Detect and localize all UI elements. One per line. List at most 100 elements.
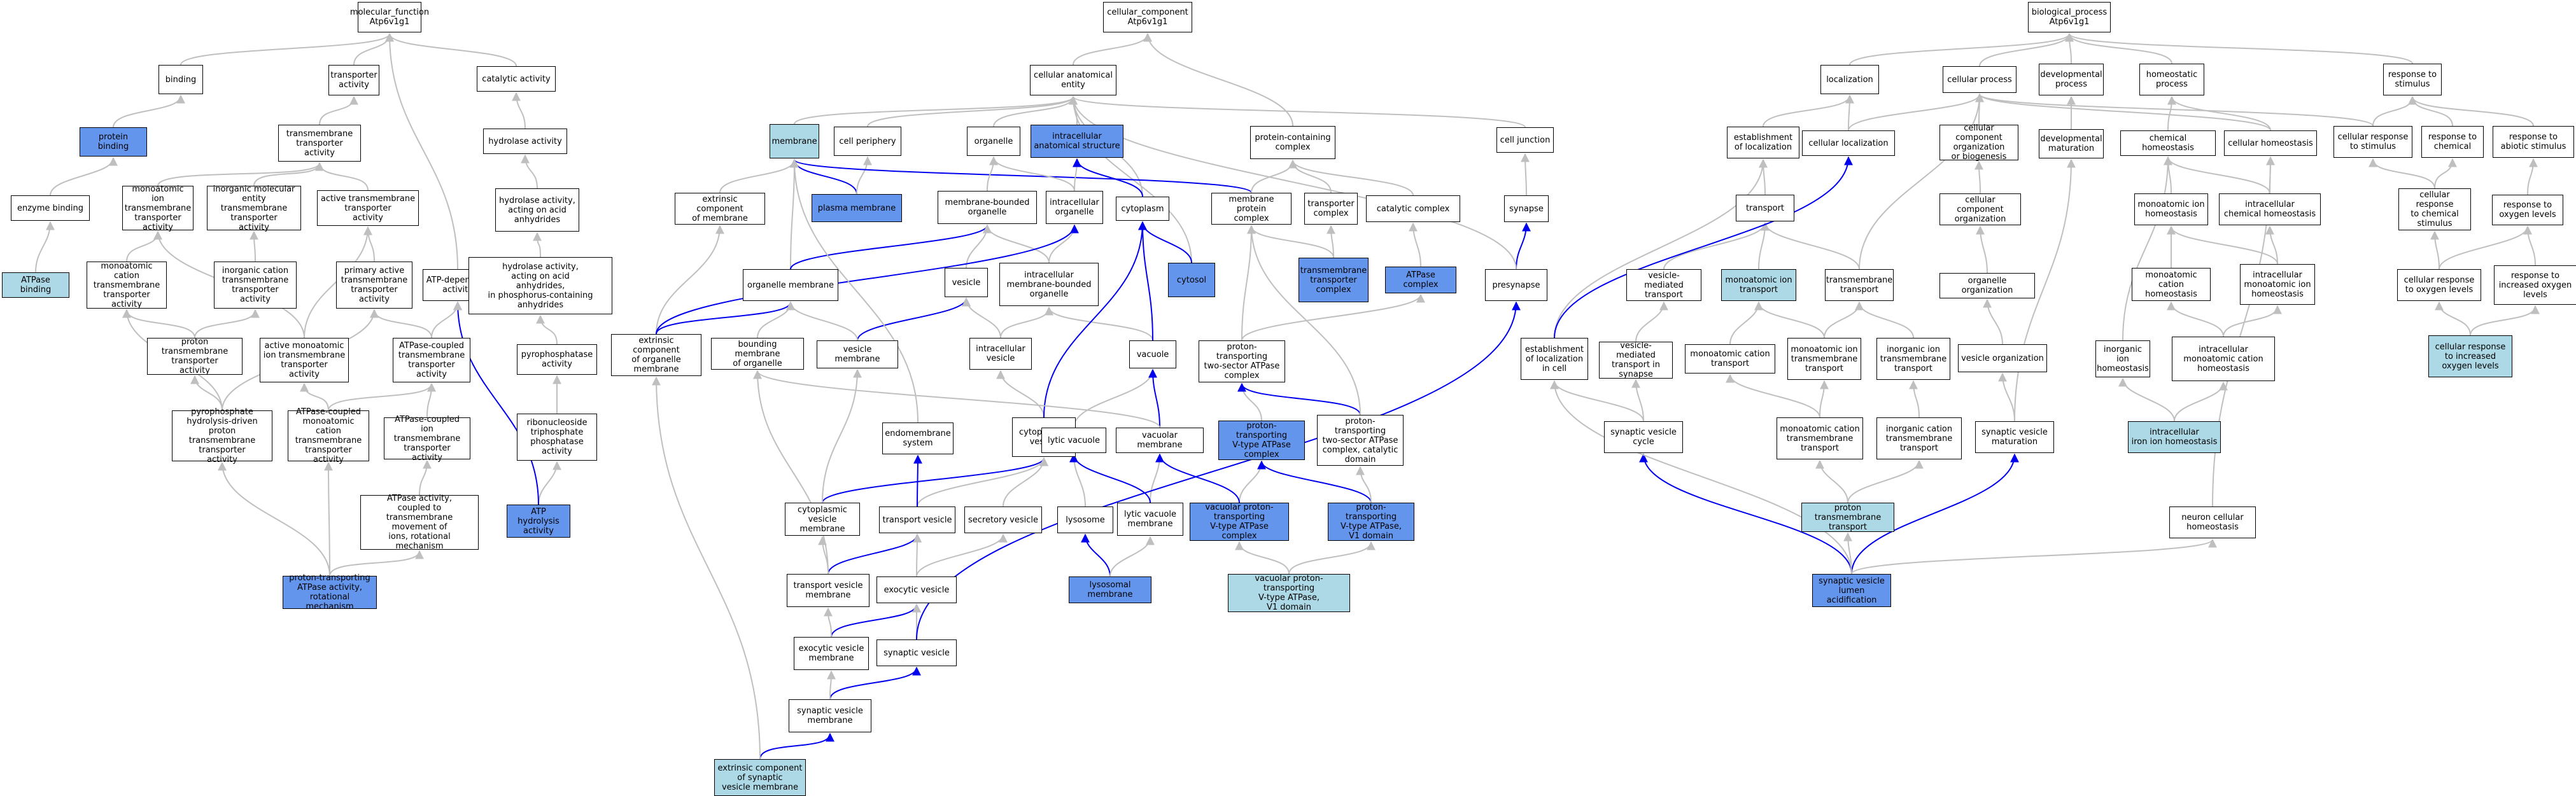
- go-term-cytosol: cytosol: [1168, 263, 1215, 297]
- go-term-inorganic-ion-tm-transport: inorganic ion transmembrane transport: [1876, 338, 1950, 380]
- go-term-intracellular-chem-homeostasis: intracellular chemical homeostasis: [2219, 193, 2321, 225]
- edge-monoatomic-cation-tm-transport-to-monoatomic-cation-transport: [1726, 374, 1820, 418]
- edge-vacuolar-v1-to-vacuolar-proton-vtype: [1235, 541, 1290, 575]
- edge-vacuolar-v1-to-proton-vtype-v1: [1288, 541, 1376, 575]
- edge-monoatomic-cation-transport-to-monoatomic-ion-transport: [1729, 301, 1763, 345]
- edge-synaptic-vesicle-maturation-to-developmental-maturation: [2014, 158, 2076, 422]
- edge-inorganic-cation-tm-to-inorganic-molecular: [250, 230, 259, 262]
- edge-synaptic-vesicle-lumen-acid-to-neuron-cellular-homeostasis: [1851, 538, 2217, 575]
- edge-secretory-vesicle-to-cytoplasmic-vesicle: [1003, 457, 1048, 507]
- edge-proton-tm-transport-to-monoatomic-cation-tm-transport: [1815, 459, 1848, 503]
- edge-extrinsic-organelle-membrane-to-organelle-membrane: [656, 301, 795, 335]
- edge-hydrolase-to-catalytic-activity: [512, 92, 526, 129]
- edge-transport-vesicle-membrane-to-transport-vesicle: [827, 533, 922, 575]
- go-term-intracellular-monoatomic-ion: intracellular monoatomic ion homeostasis: [2240, 264, 2315, 305]
- edge-primary-active-to-active-tm: [363, 226, 375, 262]
- go-term-hydrolase-acid-anhydrides: hydrolase activity, acting on acid anhyd…: [495, 188, 579, 232]
- edge-lytic-vacuole-to-vacuole: [1073, 368, 1157, 428]
- edge-extrinsic-sv-membrane-to-extrinsic-organelle-membrane: [652, 376, 761, 760]
- edge-exocytic-vesicle-to-secretory-vesicle: [916, 533, 1008, 577]
- go-term-synaptic-vesicle-maturation: synaptic vesicle maturation: [1975, 421, 2054, 453]
- go-term-proton-atpase-rot: proton-transporting ATPase activity, rot…: [283, 573, 377, 611]
- edge-synaptic-vesicle-maturation-to-vesicle-organization: [1998, 372, 2015, 422]
- go-term-extrinsic-sv-membrane: extrinsic component of synaptic vesicle …: [714, 759, 806, 796]
- edge-tm-transport-to-cellular-process: [1859, 93, 1984, 270]
- go-term-cytoplasmic-vesicle-membrane: cytoplasmic vesicle membrane: [785, 503, 860, 536]
- edge-atpase-coupled-ion-to-atpase-coupled-tm: [426, 382, 436, 418]
- edge-intracellular-monoatomic-cation-to-intracellular-monoatomic-ion: [2223, 305, 2282, 337]
- edge-response-increased-oxygen-to-response-oxygen: [2523, 225, 2536, 266]
- go-term-atp-hydrolysis: ATP hydrolysis activity: [507, 505, 570, 538]
- go-term-catalytic-activity: catalytic activity: [477, 66, 556, 92]
- go-term-vesicle-organization: vesicle organization: [1958, 344, 2047, 372]
- edge-proton-atpase-rot-to-atpase-coupled-monoatomic: [324, 461, 334, 576]
- edge-cytoplasm-to-intracellular-anat: [1073, 158, 1143, 197]
- edge-cellular-response-increased-oxygen-to-response-increased-oxygen: [2470, 305, 2540, 336]
- edge-vesicle-mediated-synapse-to-vesicle-mediated-transport: [1635, 301, 1668, 342]
- go-term-transport-vesicle-membrane: transport vesicle membrane: [787, 574, 869, 607]
- go-term-cellular-response-chemical: cellular response to chemical stimulus: [2398, 188, 2471, 230]
- go-term-monoatomic-ion-homeostasis: monoatomic ion homeostasis: [2134, 193, 2208, 225]
- go-term-cellular-response-oxygen: cellular response to oxygen levels: [2397, 269, 2481, 301]
- go-term-proton-two-sector-catalytic: proton-transporting two-sector ATPase co…: [1317, 415, 1404, 466]
- go-term-proton-two-sector: proton-transporting two-sector ATPase co…: [1199, 340, 1285, 382]
- edge-protein-complex-to-cc: [1143, 32, 1293, 127]
- edge-lysosome-to-lytic-vacuole: [1069, 453, 1086, 507]
- go-term-cellular-localization: cellular localization: [1802, 130, 1895, 156]
- edge-catalytic-complex-to-protein-complex: [1288, 159, 1414, 196]
- edge-vacuole-to-cytoplasm: [1138, 221, 1153, 341]
- go-term-tm-transporter: transmembrane transporter activity: [278, 125, 361, 162]
- edge-organelle-membrane-to-membrane: [789, 158, 799, 270]
- go-term-vesicle-membrane: vesicle membrane: [817, 340, 898, 368]
- edge-monoatomic-ion-tm-transport-to-monoatomic-ion-transport: [1754, 301, 1825, 339]
- edge-establishment-in-cell-to-establishment-localization: [1554, 158, 1768, 339]
- edge-cytoplasmic-vesicle-membrane-to-cytoplasmic-vesicle: [822, 457, 1048, 503]
- edge-extrinsic-membrane-to-membrane: [719, 158, 799, 193]
- go-term-monoatomic-cation-homeostasis: monoatomic cation homeostasis: [2132, 268, 2211, 301]
- edge-establishment-in-cell-to-cellular-localization: [1554, 156, 1853, 339]
- edge-proton-atpase-rot-to-atpase-rotational: [329, 550, 424, 576]
- edge-lytic-vacuole-membrane-to-vacuolar-membrane: [1150, 453, 1164, 503]
- go-term-proton-tm: proton transmembrane transporter activit…: [147, 337, 243, 375]
- go-term-intracellular-vesicle: intracellular vesicle: [969, 338, 1032, 370]
- go-term-cellular-homeostasis: cellular homeostasis: [2224, 130, 2317, 156]
- go-term-cytoplasm: cytoplasm: [1116, 197, 1169, 221]
- edge-proton-two-sector-catalytic-to-membrane-protein-complex: [1247, 225, 1361, 415]
- edge-cytosol-to-cytoplasm: [1138, 221, 1192, 263]
- go-term-vesicle-mediated-transport: vesicle-mediated transport: [1626, 269, 1701, 301]
- go-term-response-chemical: response to chemical: [2421, 126, 2484, 158]
- go-term-exocytic-vesicle: exocytic vesicle: [876, 576, 957, 603]
- edge-cellular-response-chemical-to-response-chemical: [2434, 158, 2457, 189]
- edge-cellular-localization-to-localization: [1845, 94, 1854, 131]
- edge-intracellular-vesicle-to-vesicle: [962, 297, 1001, 339]
- go-term-tm-transport: transmembrane transport: [1825, 269, 1894, 301]
- edge-extrinsic-organelle-membrane-to-intracellular-org: [656, 224, 1079, 335]
- go-term-transporter-complex: transporter complex: [1304, 193, 1358, 225]
- edge-intracellular-mb-org-to-membrane-bounded-org: [983, 224, 1050, 263]
- go-term-response-increased-oxygen: response to increased oxygen levels: [2494, 265, 2576, 305]
- edge-extrinsic-sv-membrane-to-synaptic-vesicle-membrane: [759, 732, 834, 760]
- edge-synaptic-vesicle-lumen-acid-to-establishment-in-cell: [1550, 380, 1852, 575]
- edge-atpase-coupled-monoatomic-to-active-monoatomic-ion: [300, 382, 329, 411]
- edge-membrane-protein-complex-to-protein-complex: [1251, 159, 1297, 193]
- go-term-cc-organization: cellular component organization: [1939, 193, 2021, 225]
- edge-transporter-complex-to-protein-complex: [1288, 159, 1332, 193]
- edge-proton-two-sector-catalytic-to-proton-two-sector: [1237, 382, 1361, 415]
- edge-protein-binding-to-binding: [113, 94, 185, 128]
- go-term-monoatomic-ion-tm: monoatomic ion transmembrane transporter…: [122, 185, 194, 232]
- edge-atpase-coupled-tm-to-primary-active: [370, 309, 432, 339]
- go-term-intracellular-iron: intracellular iron ion homeostasis: [2128, 421, 2221, 453]
- edge-synaptic-vesicle-membrane-to-synaptic-vesicle: [829, 666, 921, 700]
- go-term-tm-transporter-complex: transmembrane transporter complex: [1299, 258, 1369, 302]
- edge-cellular-homeostasis-to-cellular-process: [1975, 93, 2271, 131]
- edge-proton-tm-to-inorganic-cation-tm: [194, 309, 260, 339]
- go-term-active-tm: active transmembrane transporter activit…: [317, 190, 419, 226]
- go-term-atpase-complex: ATPase complex: [1385, 267, 1456, 293]
- edge-inorganic-ion-tm-transport-to-tm-transport: [1855, 301, 1914, 339]
- edge-response-oxygen-to-response-abiotic: [2527, 158, 2538, 195]
- go-term-vesicle: vesicle: [945, 268, 988, 297]
- edge-enzyme-binding-to-protein-binding: [50, 157, 118, 196]
- go-term-membrane-bounded-org: membrane-bounded organelle: [938, 191, 1037, 224]
- edge-atpase-rotational-to-atpase-coupled-ion: [419, 459, 432, 496]
- edge-response-to-stimulus-to-bp: [2065, 32, 2413, 64]
